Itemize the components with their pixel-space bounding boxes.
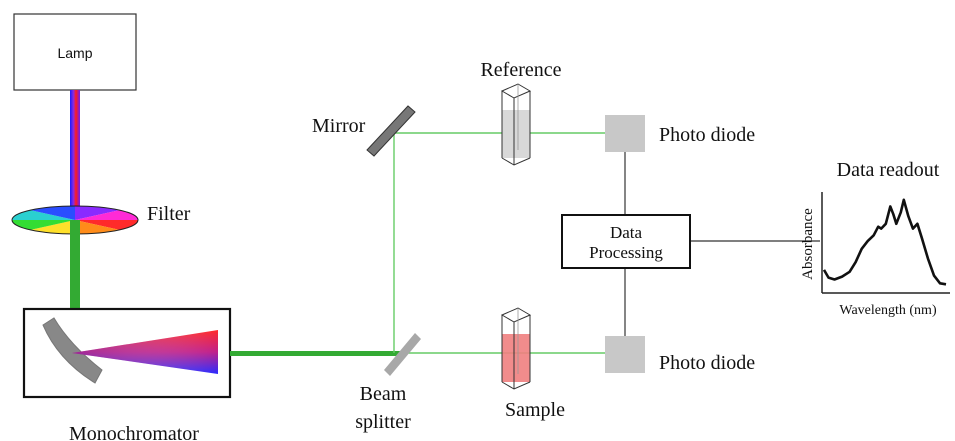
photo-diode-bottom-label: Photo diode bbox=[659, 352, 755, 374]
sample-label: Sample bbox=[505, 399, 565, 421]
data-readout-title: Data readout bbox=[837, 159, 940, 181]
data-processing-box: Data Processing bbox=[561, 214, 691, 269]
lamp-beam bbox=[70, 90, 80, 210]
x-axis-label: Wavelength (nm) bbox=[839, 303, 937, 318]
filter-label: Filter bbox=[147, 203, 191, 225]
monochromator-label: Monochromator bbox=[69, 423, 199, 441]
filter-segment bbox=[30, 220, 76, 234]
filter-segment bbox=[30, 206, 76, 220]
main-beam bbox=[230, 351, 405, 356]
data-readout-plot bbox=[821, 192, 950, 294]
mirror bbox=[366, 105, 416, 157]
filter-wheel bbox=[11, 205, 139, 235]
filtered-beam bbox=[70, 220, 80, 350]
photo-diode-bottom bbox=[605, 336, 645, 373]
lamp-label: Lamp bbox=[57, 45, 92, 61]
reference-label: Reference bbox=[480, 59, 561, 81]
filter-segment bbox=[75, 210, 138, 220]
filter-segment bbox=[12, 220, 75, 230]
beam-splitter-label-1: Beam bbox=[360, 383, 407, 405]
data-processing-label-1: Data bbox=[610, 223, 643, 242]
filter-segment bbox=[75, 206, 120, 220]
absorbance-trace bbox=[822, 198, 947, 286]
sample-cuvette bbox=[500, 307, 532, 390]
grating-icon bbox=[42, 317, 103, 384]
reference-cuvette bbox=[500, 83, 532, 166]
data-processing-label-2: Processing bbox=[589, 243, 663, 262]
mirror-label: Mirror bbox=[312, 115, 366, 137]
lamp: Lamp bbox=[13, 13, 137, 91]
beam-splitter-label-2: splitter bbox=[355, 411, 411, 433]
filter-segment bbox=[12, 210, 75, 220]
filter-segment bbox=[75, 220, 120, 234]
photo-diode-top bbox=[605, 115, 645, 152]
monochromator bbox=[22, 307, 232, 399]
y-axis-label: Absorbance bbox=[800, 208, 816, 280]
filter-segment bbox=[75, 220, 138, 230]
beam-splitter bbox=[384, 333, 421, 376]
photo-diode-top-label: Photo diode bbox=[659, 124, 755, 146]
